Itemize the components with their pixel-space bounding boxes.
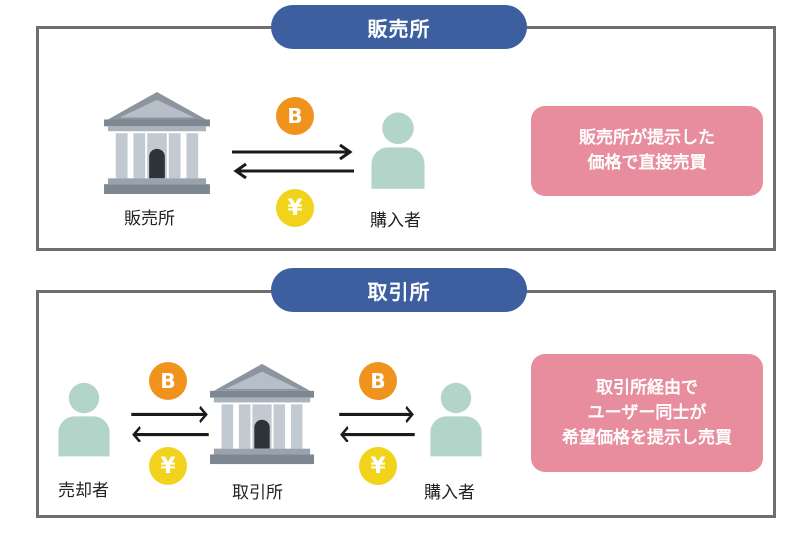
note-line: ユーザー同士が [587, 402, 707, 423]
buyer-label: 購入者 [370, 211, 421, 231]
person-icon [428, 376, 484, 460]
hanbaijo-header: 販売所 [271, 5, 527, 49]
yen-coin-icon: ¥ [276, 189, 314, 227]
buyer-label: 購入者 [424, 483, 475, 503]
hanbaijo-title: 販売所 [367, 16, 431, 41]
bitcoin-coin-icon: B [149, 362, 187, 400]
hanbaijo-note: 販売所が提示した 価格で直接売買 [531, 106, 763, 196]
bitcoin-coin-icon: B [359, 362, 397, 400]
exchange-label: 取引所 [232, 483, 283, 503]
note-line: 希望価格を提示し売買 [562, 427, 732, 448]
exchange-arrows-icon [338, 406, 416, 442]
yen-coin-icon: ¥ [359, 447, 397, 485]
bank-building-icon [104, 92, 210, 194]
torihikijo-note: 取引所経由で ユーザー同士が 希望価格を提示し売買 [531, 354, 763, 472]
exchange-arrows-icon [230, 143, 356, 179]
person-icon [56, 376, 112, 460]
bank-building-icon [210, 362, 314, 466]
seller-label: 売却者 [58, 481, 109, 501]
note-line: 取引所経由で [596, 377, 698, 398]
seller-label: 販売所 [124, 209, 175, 229]
note-line: 価格で直接売買 [587, 153, 707, 173]
torihikijo-title: 取引所 [367, 279, 431, 304]
exchange-arrows-icon [130, 406, 210, 442]
person-icon [369, 106, 427, 192]
torihikijo-header: 取引所 [271, 268, 527, 312]
bitcoin-coin-icon: B [276, 97, 314, 135]
note-line: 販売所が提示した [579, 128, 715, 148]
yen-coin-icon: ¥ [149, 447, 187, 485]
